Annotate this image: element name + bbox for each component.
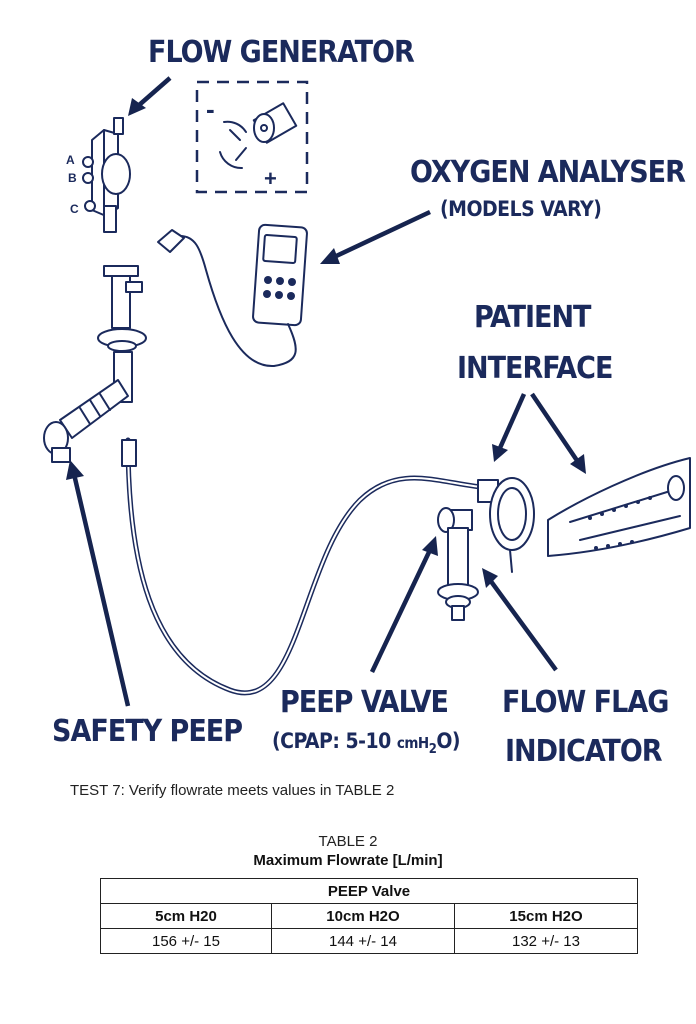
- knob-inset: - +: [195, 80, 309, 194]
- port-c-label: C: [70, 202, 79, 216]
- port-b-label: B: [68, 171, 77, 185]
- table-column-header: 10cm H2O: [270, 903, 455, 929]
- label-models-vary: (MODELS VARY): [440, 197, 601, 221]
- table-cell: 144 +/- 14: [270, 928, 455, 954]
- table-group-row: PEEP Valve: [100, 878, 638, 904]
- knob-icon: [253, 113, 275, 143]
- table-title: TABLE 2: [318, 833, 378, 850]
- knob-plus-sign: +: [264, 166, 277, 191]
- label-flow-generator: FLOW GENERATOR: [148, 35, 415, 70]
- flow-generator-device: A B C: [66, 117, 131, 233]
- flowrate-table: PEEP Valve 5cm H20 10cm H2O 15cm H2O 156…: [100, 878, 639, 954]
- label-cpap-range: (CPAP: 5-10 cmH2O): [272, 729, 460, 757]
- test-caption: TEST 7: Verify flowrate meets values in …: [70, 782, 395, 799]
- table-column-header: 5cm H20: [100, 903, 272, 929]
- rotate-arrow-icon: [223, 120, 247, 133]
- oxygen-analyser-device: [157, 223, 308, 368]
- table-cell: 156 +/- 15: [100, 928, 272, 954]
- peep-valve-assembly: [437, 477, 535, 621]
- table-subtitle: Maximum Flowrate [L/min]: [253, 852, 443, 869]
- patient-interface-mask: [547, 457, 691, 557]
- label-oxygen-analyser: OXYGEN ANALYSER: [410, 155, 686, 190]
- knob-minus-sign: -: [206, 94, 215, 124]
- device-diagram: FLOW GENERATOR OXYGEN ANALYSER (MODELS V…: [43, 35, 691, 769]
- table-column-header: 15cm H2O: [453, 903, 639, 929]
- safety-peep-assembly: [43, 265, 147, 463]
- table-row: 156 +/- 15 144 +/- 14 132 +/- 13: [100, 928, 639, 954]
- label-patient-interface-line2: INTERFACE: [457, 351, 612, 386]
- label-flow-flag-line2: INDICATOR: [505, 734, 663, 769]
- label-patient-interface-line1: PATIENT: [474, 300, 592, 335]
- table-header-row: 5cm H20 10cm H2O 15cm H2O: [100, 903, 639, 929]
- table-cell: 132 +/- 13: [453, 928, 639, 954]
- hose: [125, 437, 493, 696]
- label-safety-peep: SAFETY PEEP: [52, 714, 242, 749]
- table-group-header: PEEP Valve: [100, 878, 638, 904]
- port-a-label: A: [66, 153, 75, 167]
- label-peep-valve: PEEP VALVE: [280, 685, 448, 720]
- label-flow-flag-line1: FLOW FLAG: [502, 685, 668, 720]
